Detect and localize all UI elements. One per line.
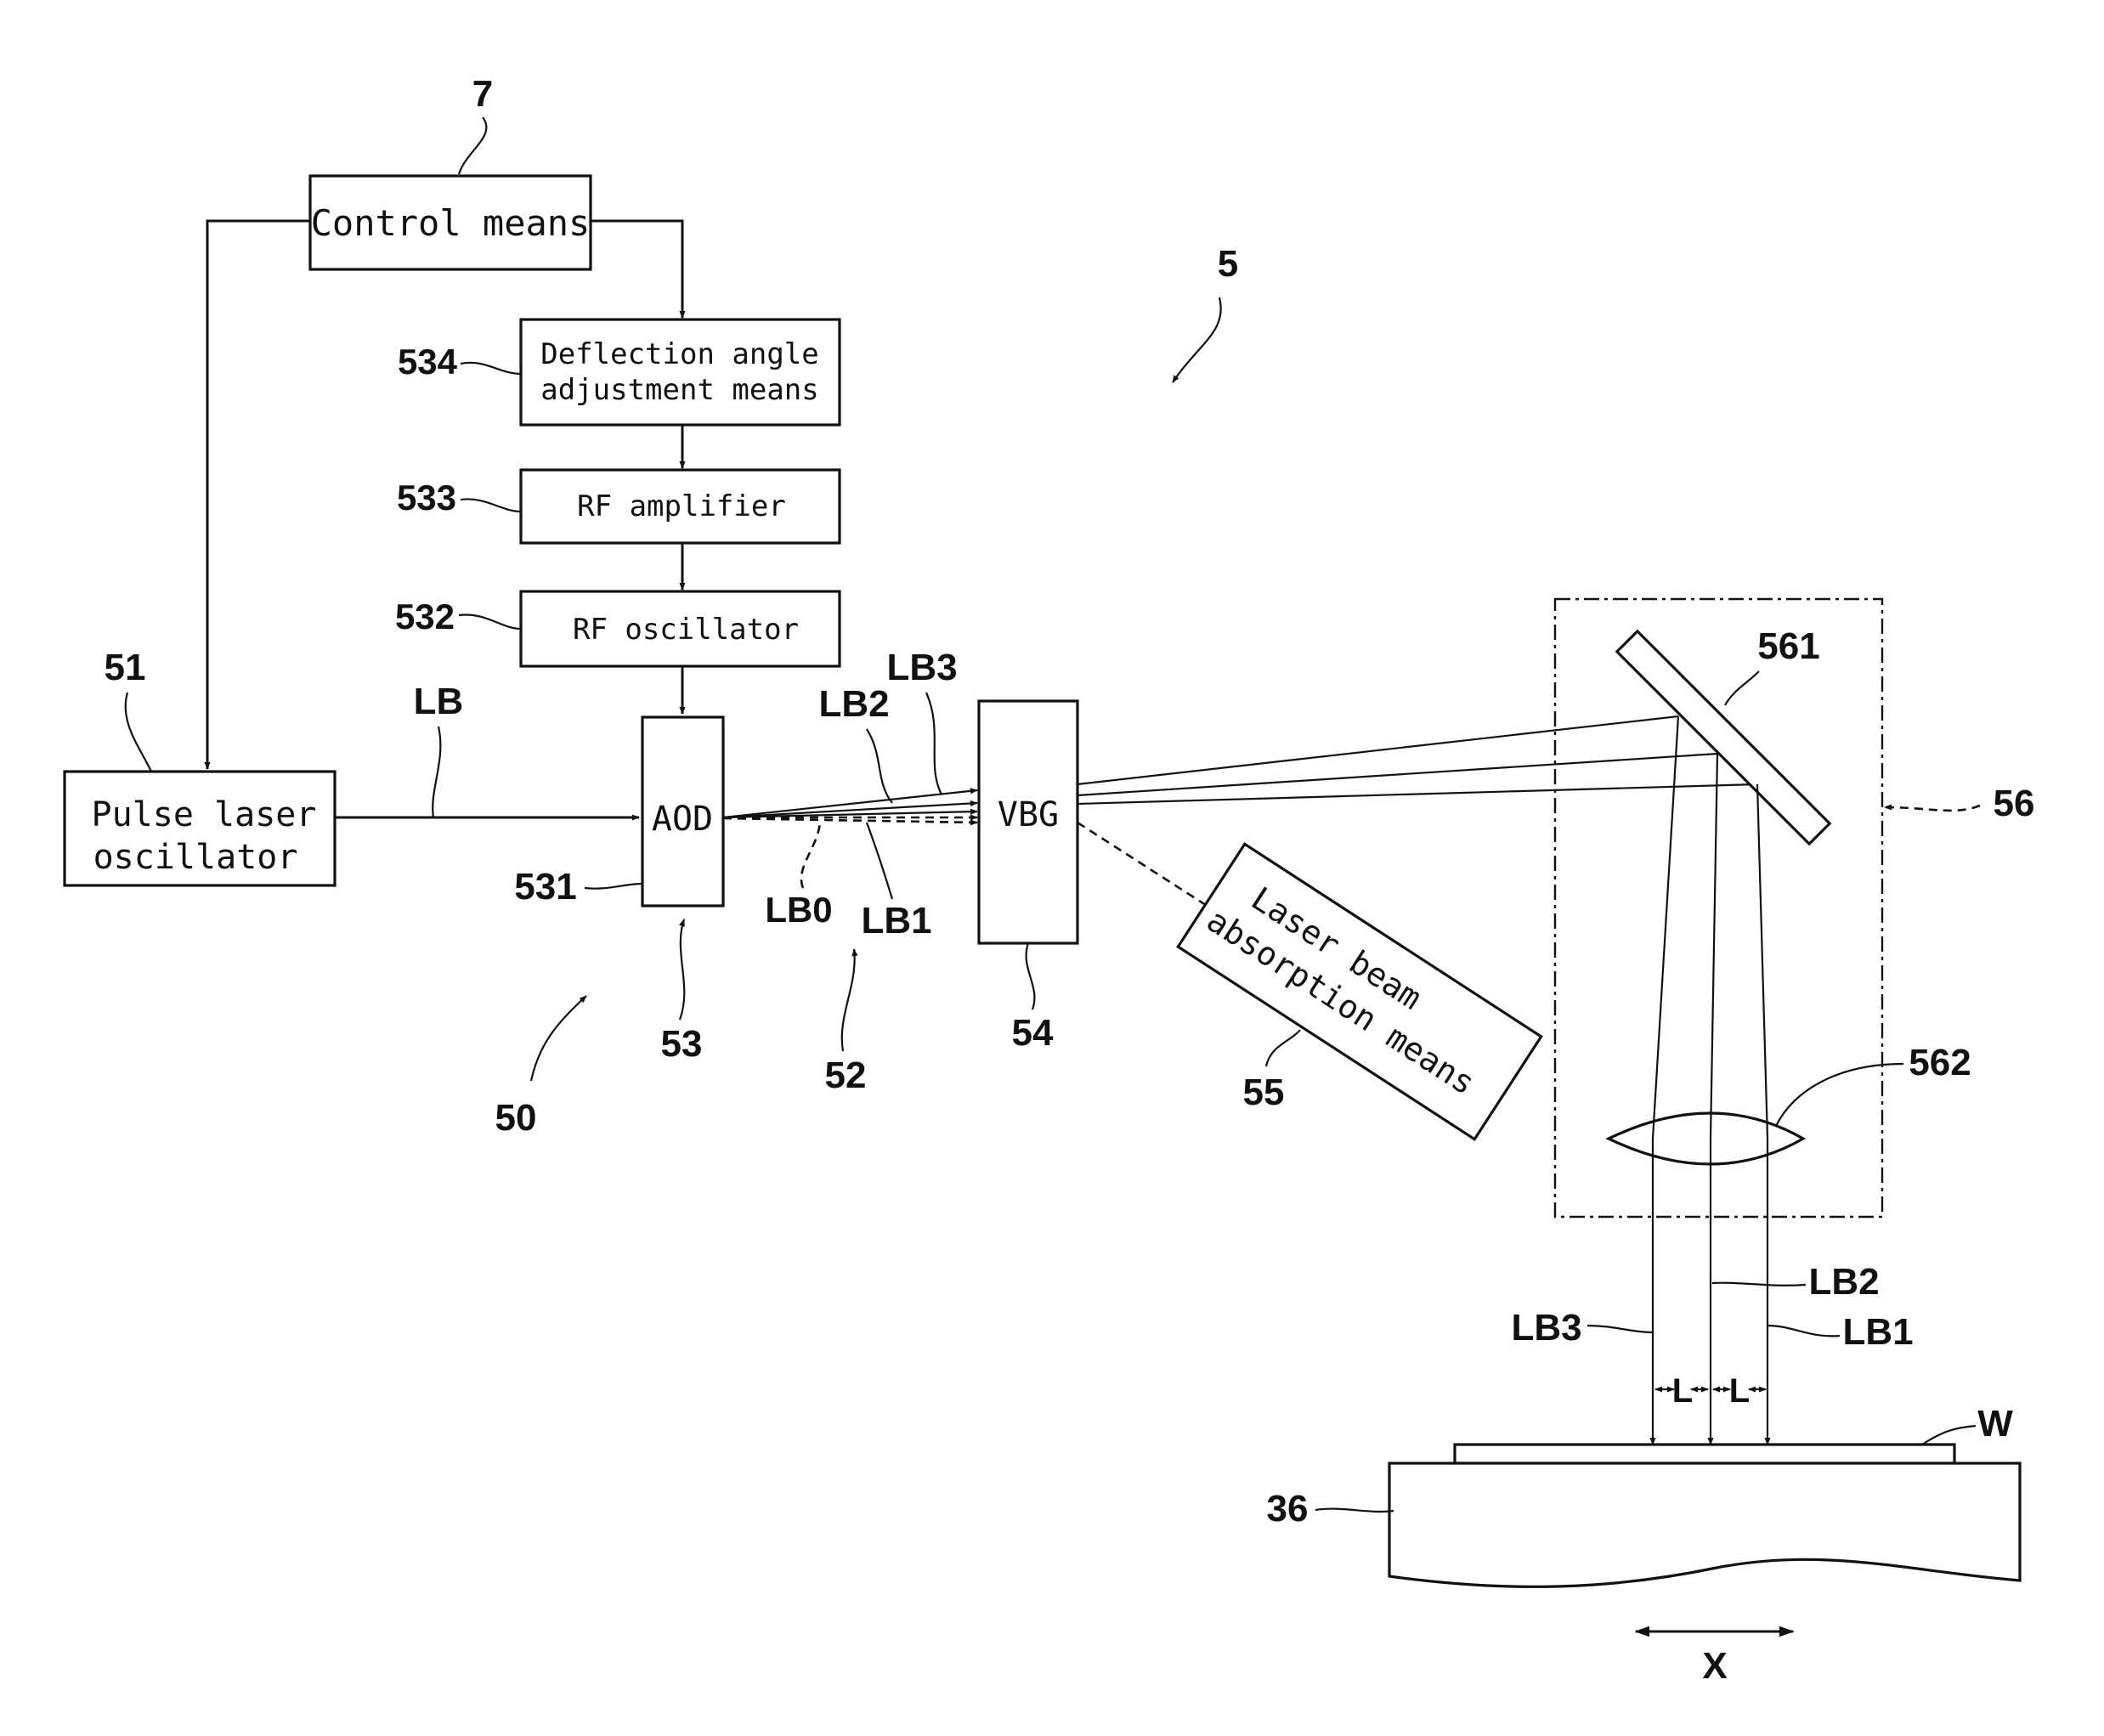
ref-534: 534 (398, 342, 458, 382)
laser-beam-absorption-block: Laser beam absorption means (1178, 844, 1541, 1139)
deflection-angle-block: Deflection angle adjustment means (521, 319, 840, 425)
ref-53: 53 (661, 1023, 703, 1065)
ref-w-leader (1922, 1426, 1976, 1445)
pulse-label-line1: Pulse laser (92, 795, 317, 834)
control-to-pulse-line (207, 221, 310, 769)
vbg-label: VBG (998, 795, 1059, 834)
rf-oscillator-block: RF oscillator (521, 591, 840, 666)
rf-amplifier-label: RF amplifier (577, 489, 786, 523)
ref-533-leader (461, 499, 521, 512)
pulse-label-line2: oscillator (93, 838, 298, 877)
ref-51: 51 (105, 647, 146, 688)
vbg-block: VBG (979, 701, 1077, 943)
ref-w: W (1977, 1403, 2013, 1445)
beams-to-mirror (1077, 716, 1757, 804)
condenser-lens-562 (1609, 1113, 1803, 1164)
ref-534-leader (461, 363, 521, 374)
ref-54-leader (1027, 943, 1035, 1009)
control-means-block: Control means (310, 176, 591, 269)
ref-7-leader (459, 117, 486, 174)
ref-5: 5 (1218, 243, 1238, 285)
rf-amplifier-block: RF amplifier (521, 470, 840, 543)
beam-label-lb3-bottom: LB3 (1511, 1307, 1581, 1349)
ref-531-leader (585, 884, 642, 889)
control-to-deflection-line (591, 221, 682, 318)
lb1-bottom-leader (1767, 1326, 1840, 1336)
ref-56-arrow (1885, 806, 1980, 811)
beam-label-lb1-top: LB1 (861, 900, 931, 942)
ref-532: 532 (395, 597, 455, 636)
spacing-label-left: L (1672, 1372, 1693, 1410)
ref-50: 50 (495, 1097, 537, 1139)
ref-531: 531 (514, 866, 576, 908)
ref-51-leader (126, 693, 151, 772)
ref-55-leader (1266, 1030, 1300, 1066)
rf-oscillator-label: RF oscillator (573, 613, 799, 647)
ref-562: 562 (1909, 1042, 1971, 1083)
lb1-top-leader (867, 823, 892, 899)
lb2-bottom-leader (1712, 1283, 1806, 1286)
ref-532-leader (459, 614, 521, 629)
workpiece-w (1455, 1445, 1954, 1463)
beam-label-lb0: LB0 (765, 890, 832, 930)
ref-36-leader (1315, 1509, 1394, 1512)
beams-to-workpiece (1653, 716, 1767, 1445)
beam-label-lb2-bottom: LB2 (1808, 1261, 1879, 1303)
ref-54: 54 (1012, 1012, 1054, 1054)
aod-label: AOD (652, 800, 713, 839)
deflection-label-line1: Deflection angle (540, 337, 819, 371)
ref-7: 7 (472, 73, 493, 115)
ref-5-arrow (1173, 297, 1221, 382)
ref-50-arrow (531, 996, 586, 1081)
diffracted-beams (723, 790, 977, 823)
ref-562-leader (1776, 1064, 1903, 1126)
ref-561: 561 (1757, 625, 1819, 667)
lb3-top-leader (926, 693, 942, 794)
ref-533: 533 (397, 478, 456, 517)
beam-label-lb: LB (414, 681, 464, 722)
lb0-leader (801, 820, 820, 888)
x-direction-label: X (1702, 1645, 1727, 1687)
pulse-laser-oscillator-block: Pulse laser oscillator (65, 772, 335, 885)
aod-block: AOD (642, 717, 723, 906)
ref-561-leader (1725, 671, 1759, 705)
lb3-bottom-leader (1587, 1326, 1653, 1332)
lb2-top-leader (867, 729, 892, 803)
beam-label-lb3-top: LB3 (886, 647, 957, 688)
lb-leader (433, 727, 440, 817)
ref-52-arrow (842, 949, 855, 1051)
ref-36: 36 (1267, 1488, 1309, 1530)
ref-55: 55 (1243, 1072, 1285, 1113)
beam-label-lb2-top: LB2 (818, 683, 889, 725)
ref-56: 56 (1994, 783, 2035, 824)
ref-52: 52 (825, 1055, 867, 1096)
spacing-label-right: L (1729, 1372, 1750, 1410)
beam-label-lb1-bottom: LB1 (1842, 1311, 1913, 1353)
deflection-label-line2: adjustment means (540, 373, 819, 407)
ref-53-arrow (680, 919, 684, 1020)
control-means-label: Control means (311, 202, 591, 244)
chuck-table-36 (1389, 1463, 2020, 1586)
